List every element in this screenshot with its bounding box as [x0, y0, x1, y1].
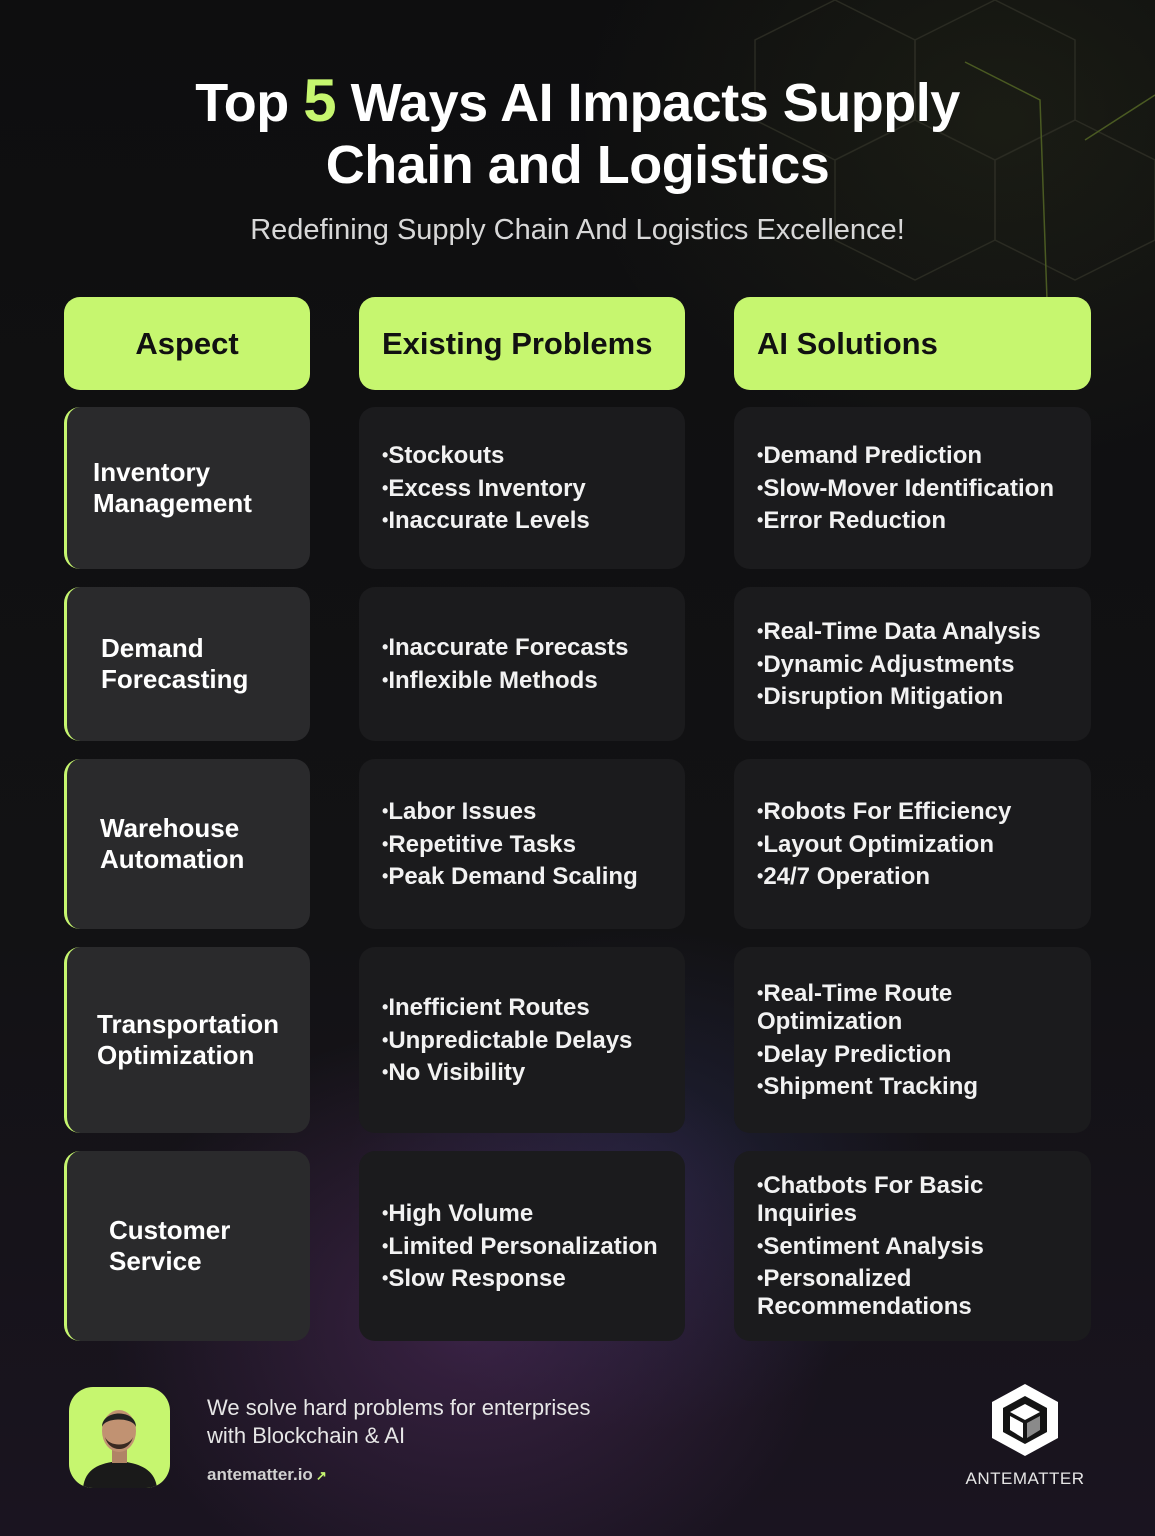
- problems-list: Stockouts Excess Inventory Inaccurate Le…: [382, 438, 671, 539]
- website-link[interactable]: antematter.io↗: [207, 1465, 327, 1484]
- list-item: Inflexible Methods: [382, 666, 671, 695]
- hexagon-pattern-decoration: [754, 0, 1155, 301]
- list-item: Labor Issues: [382, 797, 671, 826]
- list-item: 24/7 Operation: [757, 862, 1077, 891]
- aspect-cell-demand-forecasting: Demand Forecasting: [64, 587, 310, 741]
- solutions-list: Real-Time Data Analysis Dynamic Adjustme…: [757, 614, 1077, 715]
- list-item: Chatbots For Basic Inquiries: [757, 1171, 1077, 1228]
- solutions-cell-inventory: Demand Prediction Slow-Mover Identificat…: [734, 407, 1091, 569]
- avatar: [69, 1387, 170, 1488]
- list-item: Delay Prediction: [757, 1040, 1077, 1069]
- solutions-cell-warehouse-automation: Robots For Efficiency Layout Optimizatio…: [734, 759, 1091, 929]
- list-item: Repetitive Tasks: [382, 830, 671, 859]
- title-line-2: Chain and Logistics: [325, 135, 830, 195]
- list-item: Demand Prediction: [757, 441, 1077, 470]
- problems-list: High Volume Limited Personalization Slow…: [382, 1196, 671, 1297]
- list-item: Slow Response: [382, 1264, 671, 1293]
- list-item: Real-Time Data Analysis: [757, 617, 1077, 646]
- title-line-1: Top 5 Ways AI Impacts Supply: [195, 67, 960, 134]
- header-aspect: Aspect: [64, 297, 310, 390]
- solutions-list: Robots For Efficiency Layout Optimizatio…: [757, 794, 1077, 895]
- list-item: Error Reduction: [757, 506, 1077, 535]
- hexagon-cube-logo: [992, 1384, 1058, 1456]
- header-ai-solutions: AI Solutions: [734, 297, 1091, 390]
- list-item: Unpredictable Delays: [382, 1026, 671, 1055]
- solutions-cell-demand-forecasting: Real-Time Data Analysis Dynamic Adjustme…: [734, 587, 1091, 741]
- solutions-list: Real-Time Route Optimization Delay Predi…: [757, 976, 1077, 1105]
- list-item: Dynamic Adjustments: [757, 650, 1077, 679]
- brand-name: ANTEMATTER: [965, 1469, 1085, 1488]
- list-item: Layout Optimization: [757, 830, 1077, 859]
- problems-list: Inaccurate Forecasts Inflexible Methods: [382, 630, 671, 699]
- problems-cell-inventory: Stockouts Excess Inventory Inaccurate Le…: [359, 407, 685, 569]
- aspect-cell-transportation-optimization: Transportation Optimization: [64, 947, 310, 1133]
- problems-list: Inefficient Routes Unpredictable Delays …: [382, 990, 671, 1091]
- problems-cell-demand-forecasting: Inaccurate Forecasts Inflexible Methods: [359, 587, 685, 741]
- aspect-cell-customer-service: Customer Service: [64, 1151, 310, 1341]
- list-item: Inaccurate Forecasts: [382, 633, 671, 662]
- solutions-list: Demand Prediction Slow-Mover Identificat…: [757, 438, 1077, 539]
- list-item: Sentiment Analysis: [757, 1232, 1077, 1261]
- page-subtitle: Redefining Supply Chain And Logistics Ex…: [250, 214, 905, 246]
- solutions-list: Chatbots For Basic Inquiries Sentiment A…: [757, 1168, 1077, 1325]
- list-item: Personalized Recommendations: [757, 1264, 1077, 1321]
- solutions-cell-customer-service: Chatbots For Basic Inquiries Sentiment A…: [734, 1151, 1091, 1341]
- list-item: Stockouts: [382, 441, 671, 470]
- list-item: Peak Demand Scaling: [382, 862, 671, 891]
- list-item: High Volume: [382, 1199, 671, 1228]
- problems-list: Labor Issues Repetitive Tasks Peak Deman…: [382, 794, 671, 895]
- list-item: Robots For Efficiency: [757, 797, 1077, 826]
- list-item: No Visibility: [382, 1058, 671, 1087]
- list-item: Inefficient Routes: [382, 993, 671, 1022]
- problems-cell-warehouse-automation: Labor Issues Repetitive Tasks Peak Deman…: [359, 759, 685, 929]
- list-item: Disruption Mitigation: [757, 682, 1077, 711]
- list-item: Shipment Tracking: [757, 1072, 1077, 1101]
- problems-cell-customer-service: High Volume Limited Personalization Slow…: [359, 1151, 685, 1341]
- list-item: Real-Time Route Optimization: [757, 979, 1077, 1036]
- page-title: Top 5 Ways AI Impacts Supply Chain and L…: [0, 70, 1155, 196]
- footer-tagline: We solve hard problems for enterprises w…: [207, 1395, 591, 1448]
- solutions-cell-transportation-optimization: Real-Time Route Optimization Delay Predi…: [734, 947, 1091, 1133]
- list-item: Inaccurate Levels: [382, 506, 671, 535]
- arrow-up-right-icon: ↗: [315, 1468, 327, 1483]
- title-number-highlight: 5: [303, 67, 337, 134]
- aspect-cell-warehouse-automation: Warehouse Automation: [64, 759, 310, 929]
- list-item: Excess Inventory: [382, 474, 671, 503]
- list-item: Limited Personalization: [382, 1232, 671, 1261]
- aspect-cell-inventory: Inventory Management: [64, 407, 310, 569]
- list-item: Slow-Mover Identification: [757, 474, 1077, 503]
- problems-cell-transportation-optimization: Inefficient Routes Unpredictable Delays …: [359, 947, 685, 1133]
- person-silhouette-icon: [83, 1410, 157, 1488]
- header-existing-problems: Existing Problems: [359, 297, 685, 390]
